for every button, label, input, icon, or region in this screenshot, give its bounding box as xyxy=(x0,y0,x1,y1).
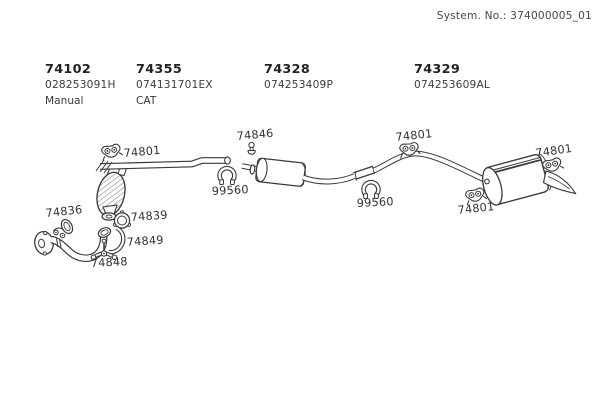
part-code: 074253409P xyxy=(264,78,334,91)
part-group-1: 74102 028253091H Manual xyxy=(45,62,116,108)
callout-74801-front: 74801 xyxy=(123,144,161,160)
pipe-clamp-74846 xyxy=(247,141,256,155)
system-number: System. No.: 374000005_01 xyxy=(437,10,592,22)
part-number: 74102 xyxy=(45,62,92,77)
callout-99560-rear: 99560 xyxy=(356,195,394,210)
part-note: Manual xyxy=(45,95,84,108)
callout-74801-mid: 74801 xyxy=(395,127,433,144)
front-pipe-run xyxy=(95,156,231,174)
part-number: 74328 xyxy=(264,62,311,77)
ring-clamp-front xyxy=(220,168,235,184)
flange-gasket-74839 xyxy=(112,210,132,229)
front-downpipe xyxy=(34,227,112,263)
intermediate-pipe xyxy=(302,150,487,185)
callout-99560-front: 99560 xyxy=(211,183,249,198)
rubber-hanger-front xyxy=(98,141,124,162)
callout-74836: 74836 xyxy=(45,203,83,220)
front-pipe-clamp-74836 xyxy=(52,218,74,239)
part-group-2: 74355 074131701EX CAT xyxy=(136,62,213,108)
support-bracket-74849 xyxy=(107,225,126,255)
part-number: 74329 xyxy=(414,62,461,77)
part-code: 028253091H xyxy=(45,78,116,91)
part-number: 74355 xyxy=(136,62,183,77)
callout-74848: 74848 xyxy=(90,255,128,270)
system-number-value: 374000005_01 xyxy=(510,10,592,22)
callout-74801-rear-top: 74801 xyxy=(535,142,573,160)
part-code: 074131701EX xyxy=(136,78,213,91)
center-muffler xyxy=(241,157,306,187)
system-number-label: System. No.: xyxy=(436,10,507,22)
part-group-3: 74328 074253409P xyxy=(264,62,333,95)
callout-74846: 74846 xyxy=(236,127,274,143)
mount-bolt-74848 xyxy=(90,238,118,261)
callout-74849: 74849 xyxy=(126,233,164,249)
part-group-4: 74329 074253609AL xyxy=(414,62,490,95)
part-code: 074253609AL xyxy=(414,78,491,91)
callout-74801-rear-bottom: 74801 xyxy=(457,200,495,217)
rear-muffler xyxy=(482,153,577,206)
part-note: CAT xyxy=(136,95,157,108)
callout-74839: 74839 xyxy=(130,208,168,224)
